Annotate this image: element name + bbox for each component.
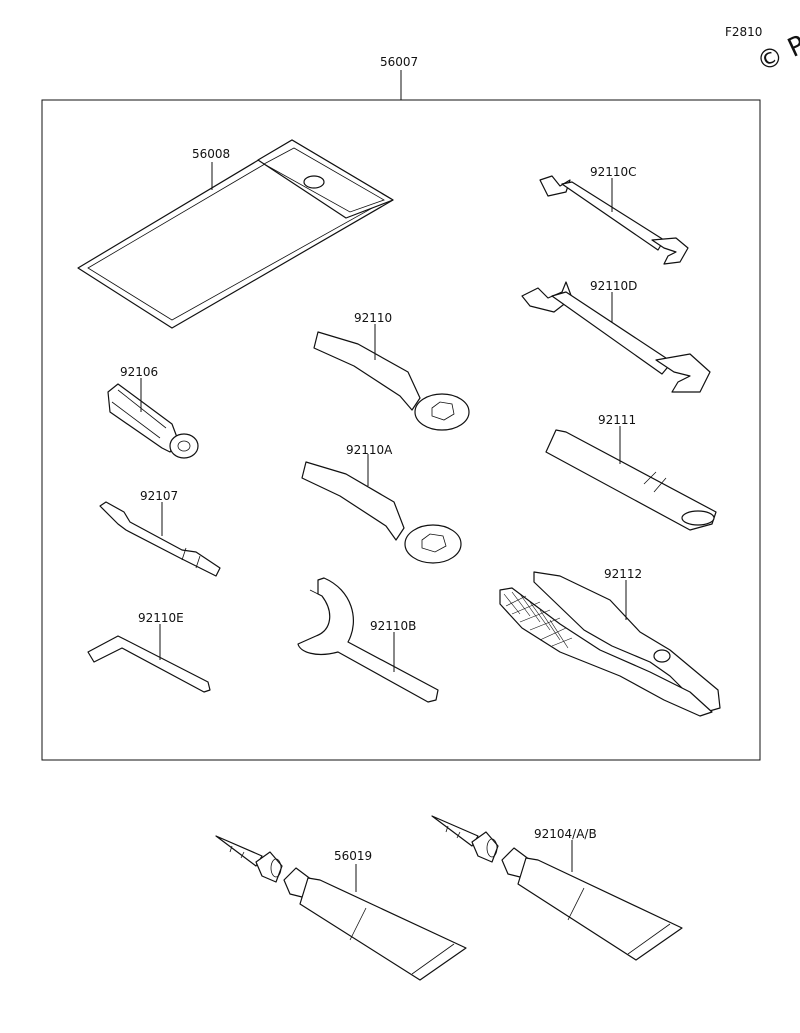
sealant-tube-1: 56019 <box>215 835 467 981</box>
label-box-wrench-a: 92110A <box>346 443 393 457</box>
tool-kit-group: 56007 <box>41 55 761 761</box>
hex-wrench: 92110E <box>87 611 211 693</box>
label-wrench-d: 92110D <box>590 279 637 293</box>
label-tool-bag: 56008 <box>192 147 230 161</box>
label-box-wrench: 92110 <box>354 311 392 325</box>
box-wrench: 92110 <box>313 311 470 431</box>
label-wrench-c: 92110C <box>590 165 637 179</box>
open-wrench-d: 92110D <box>521 279 711 393</box>
screwdriver: 92107 <box>99 489 221 577</box>
sealant-tube-2: 92104/A/B <box>431 815 683 961</box>
tool-kit-frame <box>41 99 761 761</box>
hook-wrench: 92110B <box>297 577 439 703</box>
label-screwdriver: 92107 <box>140 489 178 503</box>
extension-bar: 92111 <box>545 413 717 531</box>
open-wrench-c: 92110C <box>539 165 689 265</box>
tool-bag: 56008 <box>77 139 394 329</box>
box-wrench-a: 92110A <box>301 443 462 564</box>
label-hex-wrench: 92110E <box>138 611 184 625</box>
pliers: 92112 <box>499 567 721 717</box>
label-plug-socket: 92106 <box>120 365 158 379</box>
label-tool-kit: 56007 <box>380 55 418 69</box>
label-hook-wrench: 92110B <box>370 619 416 633</box>
label-sealant-2: 92104/A/B <box>534 827 597 841</box>
plug-socket: 92106 <box>107 365 199 459</box>
figure-code: F2810 <box>725 25 762 39</box>
label-sealant-1: 56019 <box>334 849 372 863</box>
label-extension-bar: 92111 <box>598 413 636 427</box>
label-pliers: 92112 <box>604 567 642 581</box>
